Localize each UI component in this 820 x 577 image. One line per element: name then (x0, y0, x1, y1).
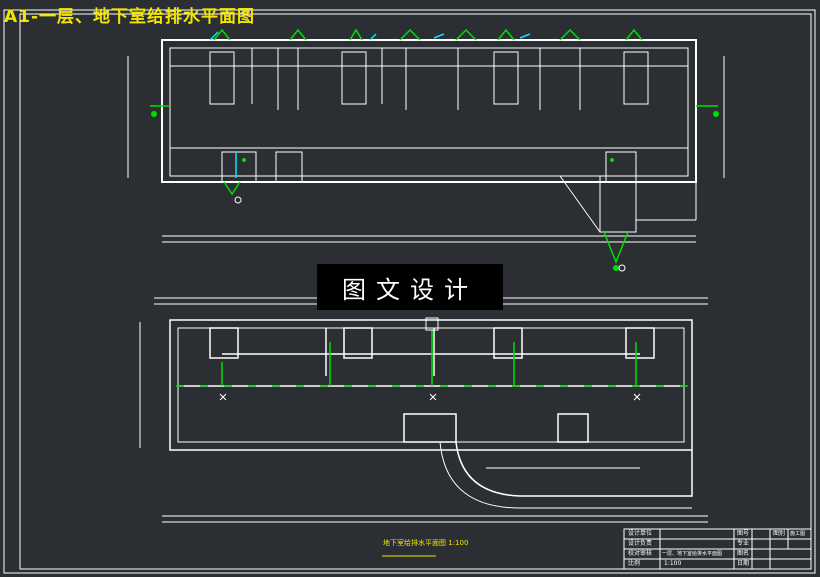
first-floor-fixtures (151, 111, 719, 271)
stair-1 (209, 51, 235, 105)
watermark-banner: 图文设计 (317, 264, 503, 310)
basement-pipes (176, 330, 690, 387)
first-floor-riser-circles (234, 196, 626, 272)
basement-plan (139, 297, 708, 523)
title-block-row-1: 设计单位 (628, 530, 653, 537)
title-block-scale: 1:100 (664, 560, 682, 567)
first-floor-plan (127, 39, 725, 243)
first-floor-pipes (150, 28, 718, 265)
sheet-title: A1-一层、地下室给排水平面图 (4, 7, 256, 27)
first-floor-highlighted-pipes (209, 31, 531, 178)
first-floor-outline (161, 39, 697, 183)
title-block-field-3: 图名 (737, 550, 750, 557)
basement-plan-caption: 地下室给排水平面图 1:100 (383, 539, 469, 547)
title-block-field-2: 专业 (737, 540, 750, 547)
stair-4 (623, 51, 649, 105)
title-block-row-3: 校对审核 (628, 550, 653, 557)
basement-riser-box (425, 317, 439, 331)
title-block-field-4: 图别 (773, 530, 786, 537)
basement-outline (169, 319, 693, 451)
title-block-row-4: 比例 (628, 560, 641, 567)
title-block-stage: 施工图 (790, 531, 806, 537)
title-block-row-2: 设计负责 (628, 540, 653, 547)
stair-3 (493, 51, 519, 105)
first-floor-inner-outline (169, 47, 689, 177)
bottom-room-left (221, 151, 257, 183)
title-block-sheet-name: 一层、地下室给排水平面图 (662, 551, 723, 557)
title-block-field-1: 图号 (737, 530, 750, 537)
sheet-outer-border (3, 9, 816, 574)
title-block-field-5: 日期 (737, 560, 750, 567)
sheet-inner-border (19, 13, 812, 570)
stair-2 (341, 51, 367, 105)
title-block (623, 528, 812, 570)
basement-valve-marks (219, 393, 641, 401)
